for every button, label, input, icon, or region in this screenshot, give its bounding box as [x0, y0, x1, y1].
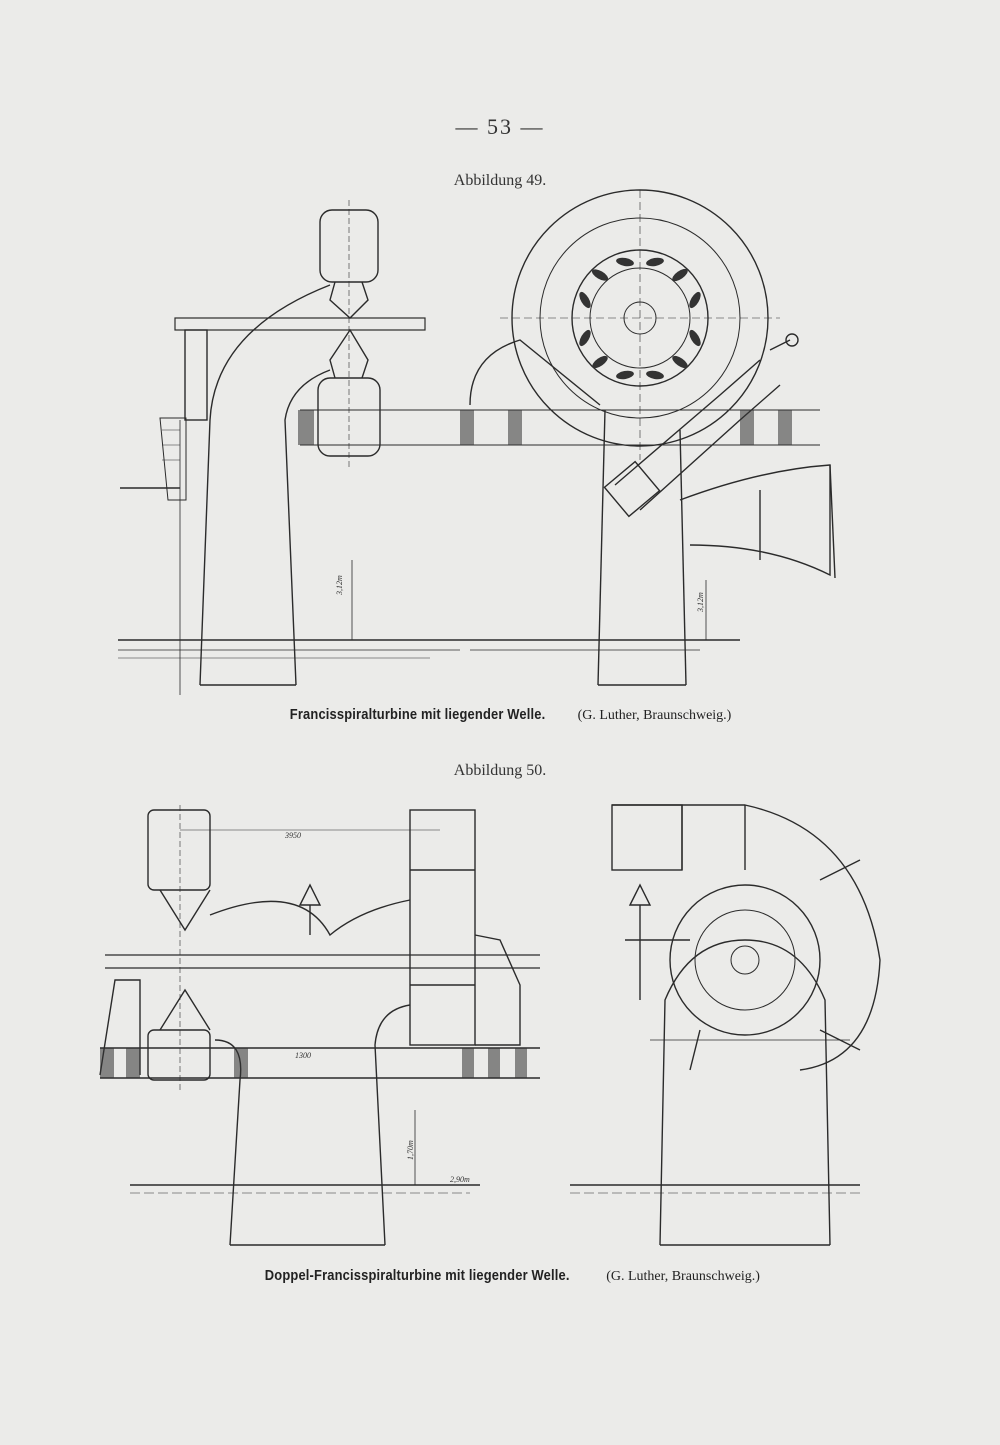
figure-49-drawing: 3,12m 3,12m: [118, 189, 836, 695]
dimension-label: 3,12m: [696, 592, 705, 613]
dimension-label: 3950: [284, 831, 301, 840]
figure-caption: Francisspiralturbine mit liegender Welle…: [0, 706, 1000, 724]
figure-caption: Doppel-Francisspiralturbine mit liegende…: [0, 1267, 1000, 1285]
dimension-label: 3,12m: [335, 575, 344, 596]
caption-source: (G. Luther, Braunschweig.): [606, 1269, 760, 1284]
page-number: — 53 —: [455, 114, 545, 139]
dimension-label: 1,70m: [406, 1140, 415, 1160]
caption-title: Doppel-Francisspiralturbine mit liegende…: [264, 1267, 570, 1284]
dimension-label: 2,90m: [450, 1175, 470, 1184]
figure-title: Abbildung 49.: [453, 172, 547, 189]
caption-title: Francisspiralturbine mit liegender Welle…: [289, 706, 546, 723]
figure-title: Abbildung 50.: [453, 762, 547, 779]
dimension-label: 1300: [295, 1051, 311, 1060]
caption-source: (G. Luther, Braunschweig.): [577, 708, 732, 723]
